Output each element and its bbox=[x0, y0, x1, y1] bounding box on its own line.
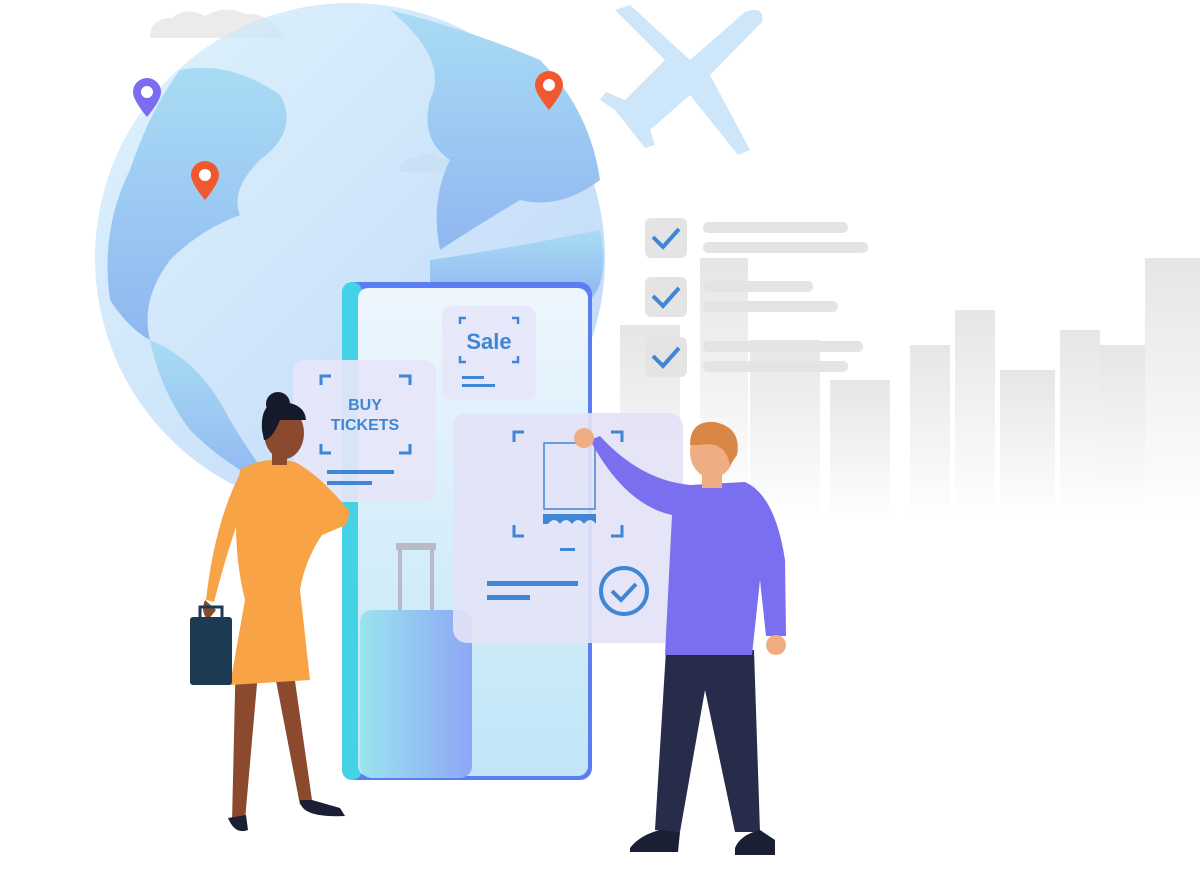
globe bbox=[95, 3, 605, 513]
sale-label: Sale bbox=[466, 329, 511, 354]
woman-figure bbox=[190, 392, 350, 832]
buy-label: BUY bbox=[348, 397, 382, 414]
checklist-item bbox=[645, 277, 838, 317]
ticket-confirmation-card[interactable] bbox=[453, 413, 683, 643]
briefcase bbox=[190, 617, 232, 685]
location-pin-icon bbox=[191, 161, 219, 200]
check-circle-icon bbox=[599, 566, 649, 616]
tickets-label: TICKETS bbox=[331, 417, 400, 434]
location-pin-icon bbox=[535, 71, 563, 110]
location-pin-icon bbox=[133, 78, 161, 117]
buy-tickets-card[interactable]: BUY TICKETS bbox=[293, 360, 436, 502]
airplane-icon bbox=[600, 5, 763, 155]
man-figure bbox=[574, 421, 786, 855]
checklist-item bbox=[645, 218, 868, 258]
check-icon bbox=[651, 346, 681, 369]
check-icon bbox=[651, 286, 681, 309]
check-icon bbox=[651, 227, 681, 250]
suitcase bbox=[360, 543, 472, 778]
checklist-item bbox=[645, 337, 863, 377]
checklist bbox=[645, 218, 868, 377]
sale-card[interactable]: Sale bbox=[442, 306, 536, 400]
